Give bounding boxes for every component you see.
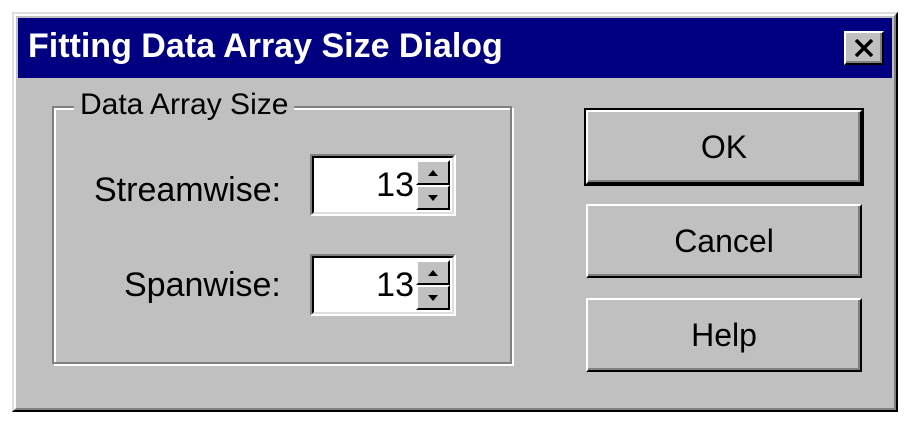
spanwise-label: Spanwise: [124,266,281,304]
spin-up-arrow-icon [428,269,438,276]
streamwise-spinbox[interactable]: 13 [310,154,456,216]
close-icon [854,39,874,57]
streamwise-down-button[interactable] [416,185,450,210]
streamwise-value[interactable]: 13 [376,166,414,204]
streamwise-up-button[interactable] [416,160,450,185]
spanwise-value[interactable]: 13 [376,266,414,304]
spanwise-spinbox[interactable]: 13 [310,254,456,316]
spin-down-arrow-icon [428,294,438,301]
cancel-button[interactable]: Cancel [586,204,862,278]
title-bar[interactable]: Fitting Data Array Size Dialog [18,18,892,78]
help-button[interactable]: Help [586,298,862,372]
group-label: Data Array Size [74,88,295,122]
spanwise-up-button[interactable] [416,260,450,285]
spin-down-arrow-icon [428,194,438,201]
data-array-size-group: Data Array Size [52,88,512,364]
spanwise-spin-buttons [416,260,450,310]
streamwise-label: Streamwise: [94,171,282,209]
dialog-window: Fitting Data Array Size Dialog Data Arra… [12,12,898,412]
close-button[interactable] [844,31,884,65]
spin-up-arrow-icon [428,169,438,176]
streamwise-spin-buttons [416,160,450,210]
window-title: Fitting Data Array Size Dialog [28,27,503,65]
ok-button[interactable]: OK [584,108,864,186]
spanwise-down-button[interactable] [416,285,450,310]
